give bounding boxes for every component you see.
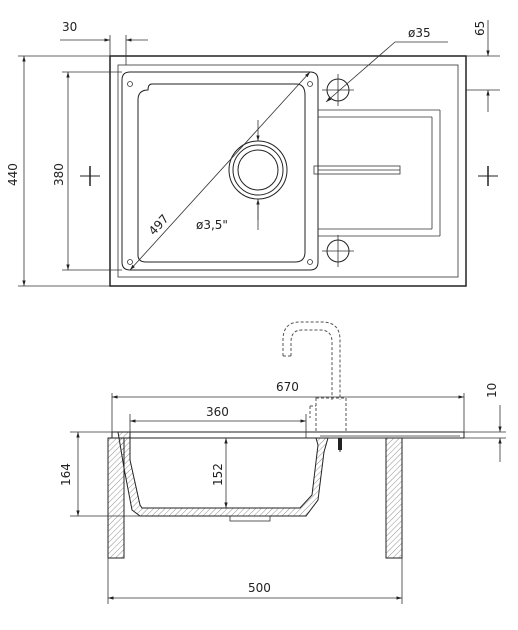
cabinet-wall-right xyxy=(385,437,403,559)
cabinet-wall-left xyxy=(107,437,125,559)
sink-outline xyxy=(109,55,467,287)
section-mark-left xyxy=(80,166,100,186)
bowl-outline xyxy=(121,71,319,271)
top-view xyxy=(18,20,500,287)
dim-drain-diameter: ø3,5" xyxy=(196,218,228,232)
dim-diagonal: 497 xyxy=(146,212,172,238)
tap-hole-top xyxy=(322,74,354,106)
faucet-outline xyxy=(282,321,347,433)
tap-hole-bottom xyxy=(322,235,354,267)
dim-thickness: 10 xyxy=(485,383,499,398)
dim-hole-diameter: ø35 xyxy=(408,26,431,40)
sink-inner-rim xyxy=(117,64,459,278)
dim-cabinet: 500 xyxy=(248,581,271,595)
dim-width-total: 440 xyxy=(6,163,20,186)
section-mark-right xyxy=(478,166,498,186)
dim-bowl-length: 360 xyxy=(206,405,229,419)
side-view xyxy=(70,321,506,604)
dim-bowl-depth: 152 xyxy=(211,463,225,486)
bowl-inner xyxy=(137,83,306,263)
dim-edge: 65 xyxy=(473,21,487,36)
dim-bowl-height: 380 xyxy=(52,163,66,186)
bowl-section xyxy=(117,431,329,517)
drain xyxy=(228,140,288,200)
dim-depth-total: 164 xyxy=(59,463,73,486)
dim-length-total: 670 xyxy=(276,380,299,394)
drainboard xyxy=(313,109,441,237)
dim-rim-offset: 30 xyxy=(62,20,77,34)
